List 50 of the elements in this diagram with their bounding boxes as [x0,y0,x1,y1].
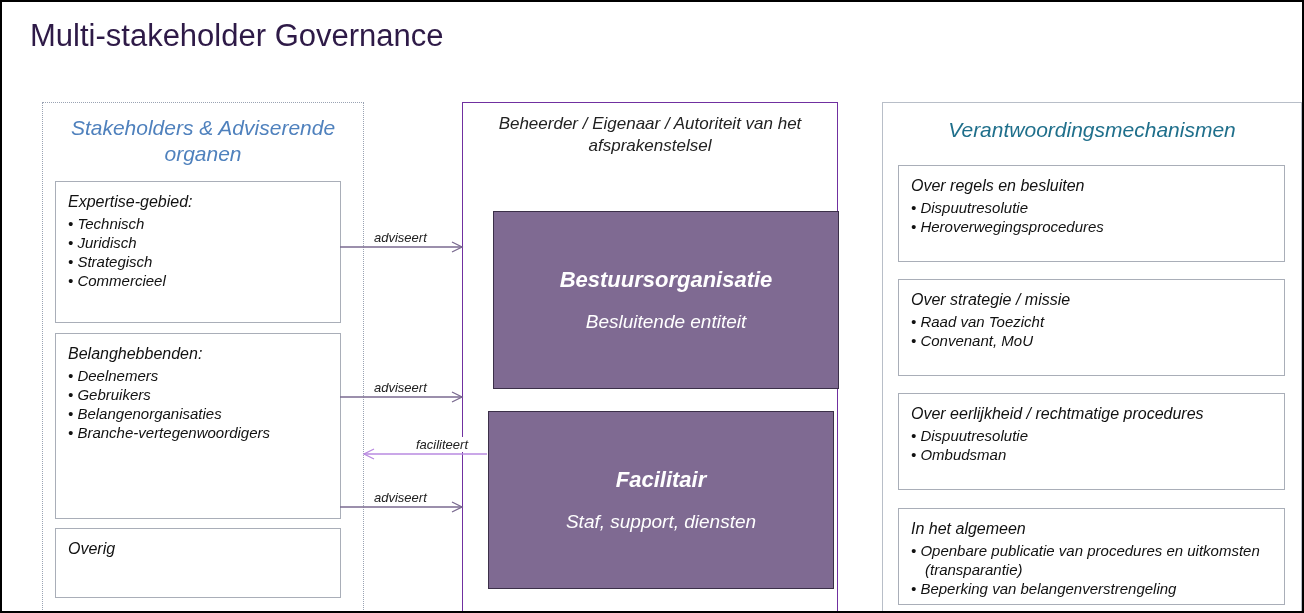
bullet-item: • Raad van Toezicht [911,312,1046,331]
group-panel [882,102,1302,611]
bullet-item: • Beperking van belangenverstrengeling [911,579,1178,598]
bullet-item: • Commercieel [68,271,167,290]
process-box [493,211,839,389]
bullet-item: • Ombudsman [911,445,1008,464]
text-box [898,279,1285,376]
bullet-item: • Technisch [68,214,146,233]
bullet-item: • Convenant, MoU [911,331,1034,350]
group-panel [42,102,364,611]
bullet-item: • Openbare publicatie van procedures en uitkomsten (transparantie) [911,541,1261,579]
edge-label: adviseert [372,380,429,395]
box-heading: Overig [68,539,117,559]
text-box [55,181,341,323]
box-subtitle: Staf, support, diensten [564,511,758,533]
arrow [363,448,488,460]
bullet-item: • Branche-vertegenwoordigers [68,423,272,442]
diagram-title: Multi-stakeholder Governance [30,18,444,54]
box-title: Bestuursorganisatie [558,267,774,293]
text-box [898,393,1285,490]
bullet-item: • Heroverwegingsprocedures [911,217,1105,236]
arrow [339,241,463,253]
box-title: Facilitair [614,467,709,493]
bullet-item: • Dispuutresolutie [911,426,1029,445]
text-box [55,528,341,598]
edge-label: faciliteert [414,437,471,452]
bullet-item: • Gebruikers [68,385,152,404]
edge-label: adviseert [372,490,429,505]
bullet-item: • Juridisch [68,233,138,252]
panel-title: Stakeholders & Adviserende organen [69,115,337,167]
bullet-item: • Belangenorganisaties [68,404,223,423]
edge-label: adviseert [372,230,429,245]
box-heading: Over eerlijkheid / rechtmatige procedures [911,404,1205,424]
box-heading: Expertise-gebied: [68,192,194,212]
bullet-item: • Strategisch [68,252,154,271]
panel-title: Verantwoordingsmechanismen [947,117,1237,143]
box-heading: Over regels en besluiten [911,176,1086,196]
text-box [898,508,1285,605]
bullet-item: • Dispuutresolutie [911,198,1029,217]
arrow [339,501,463,513]
box-heading: Over strategie / missie [911,290,1072,310]
panel-title: Beheerder / Eigenaar / Autoriteit van het afsprakenstelsel [497,113,803,157]
text-box [898,165,1285,262]
box-subtitle: Besluitende entiteit [584,311,748,333]
process-box [488,411,834,589]
box-heading: In het algemeen [911,519,1027,539]
text-box [55,333,341,519]
box-heading: Belanghebbenden: [68,344,204,364]
bullet-item: • Deelnemers [68,366,160,385]
arrow [339,391,463,403]
